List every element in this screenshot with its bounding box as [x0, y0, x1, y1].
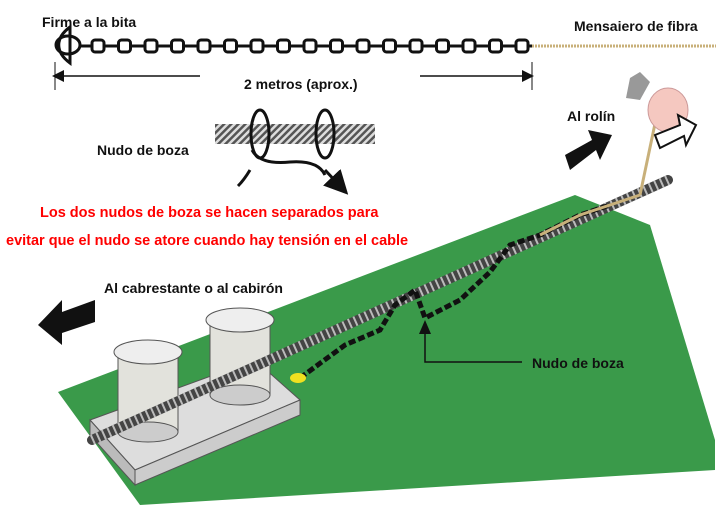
chain-link	[90, 38, 106, 54]
chain-link	[382, 38, 397, 54]
chain-link	[408, 38, 424, 54]
pull-direction-arrow-icon	[653, 113, 698, 150]
label-to-capstan: Al cabrestante o al cabirón	[104, 280, 283, 296]
label-fiber-messenger: Mensaiero de fibra	[574, 18, 698, 34]
label-knot-pointer: Nudo de boza	[532, 355, 624, 371]
wire-cable	[87, 175, 673, 445]
chain-link	[355, 38, 371, 54]
chain-link	[249, 38, 265, 54]
hand-pulling-icon	[626, 72, 689, 133]
note-line-2: evitar que el nudo se atore cuando hay t…	[6, 233, 409, 249]
shackle	[290, 373, 306, 383]
chain-link	[196, 38, 212, 54]
chain-link	[117, 38, 132, 54]
knot-pointer-line	[424, 330, 522, 363]
label-length: 2 metros (aprox.)	[244, 76, 358, 92]
label-secure-to-bitt: Firme a la bita	[42, 14, 137, 30]
stopper-chain-top	[54, 24, 716, 66]
chain-link	[329, 38, 344, 54]
note-line-1: Los dos nudos de boza se hacen separados…	[40, 205, 379, 221]
to-roller-arrow-icon	[565, 130, 612, 170]
eye-loop-icon	[57, 24, 72, 66]
to-capstan-arrow-icon	[38, 300, 95, 345]
chain-link	[143, 38, 159, 54]
chain-link	[170, 38, 185, 54]
chain-link	[276, 38, 291, 54]
label-knot-detail: Nudo de boza	[97, 142, 189, 158]
chain-link	[461, 38, 477, 54]
chain-link	[514, 38, 530, 54]
chain-link	[223, 38, 238, 54]
chain-link	[302, 38, 318, 54]
chain-link	[435, 38, 450, 54]
knot-detail-illustration	[215, 108, 375, 195]
dimension-line	[52, 62, 534, 90]
chain-link	[488, 38, 503, 54]
label-to-roller: Al rolín	[567, 108, 616, 124]
